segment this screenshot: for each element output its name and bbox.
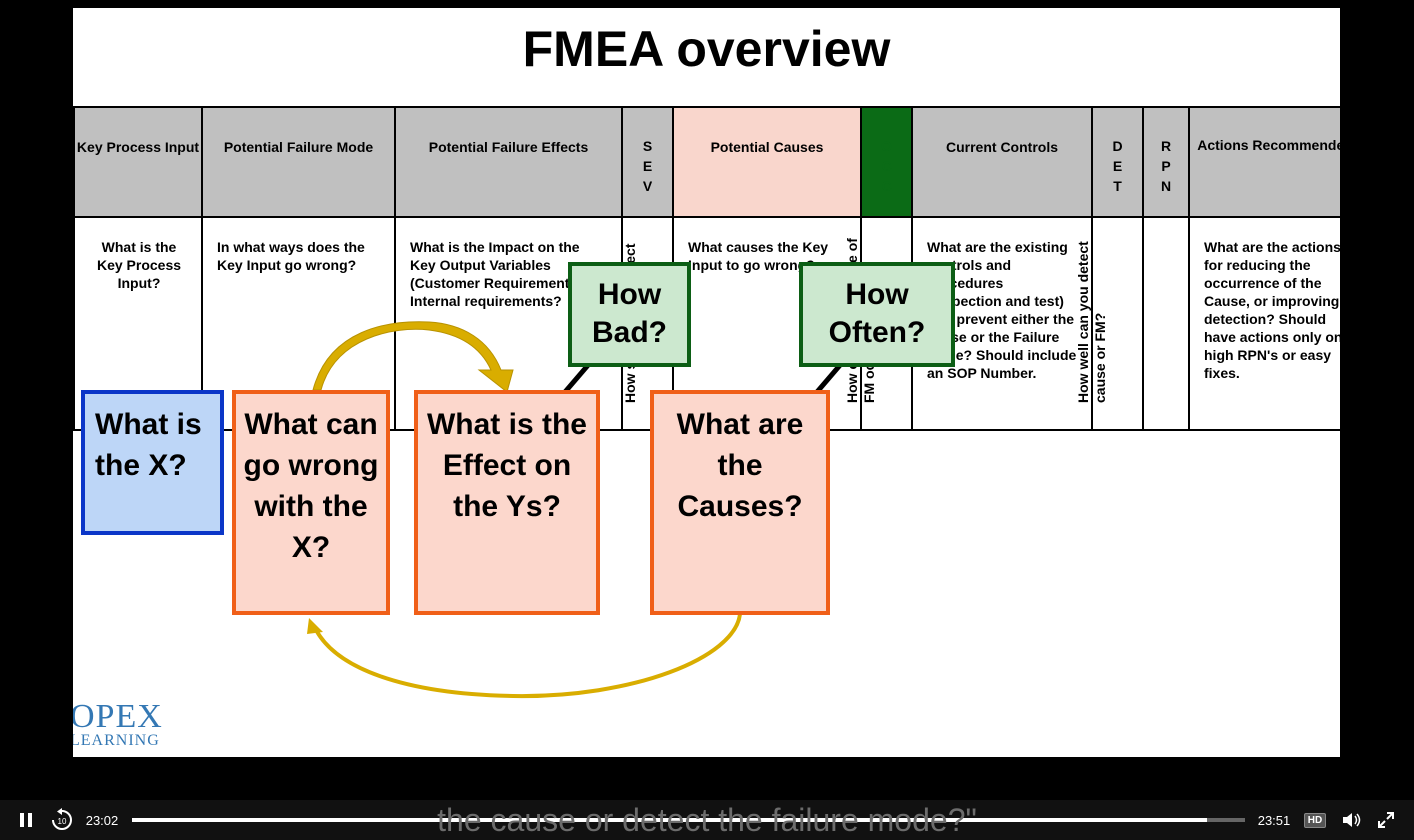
cell-rpn [1142, 216, 1190, 431]
callout-what-is-x: What is the X? [81, 390, 224, 535]
pause-button[interactable] [12, 800, 40, 840]
header-actions-recommended: Actions Recommended [1188, 106, 1340, 218]
cell-actions-recommended: What are the actions for reducing the oc… [1188, 216, 1340, 431]
hd-badge: HD [1303, 812, 1327, 828]
skip-back-button[interactable]: 10 [48, 800, 76, 840]
pause-icon [20, 813, 32, 827]
cell-current-controls: What are the existing controls and proce… [911, 216, 1093, 431]
callout-how-bad: How Bad? [568, 262, 691, 367]
callout-effect-on-ys: What is the Effect on the Ys? [414, 390, 600, 615]
fullscreen-button[interactable] [1374, 800, 1398, 840]
svg-text:10: 10 [58, 817, 67, 826]
progress-bar[interactable] [132, 818, 1245, 822]
curved-arrow-top [312, 321, 514, 393]
duration: 23:51 [1257, 812, 1291, 828]
connector-how-bad [563, 362, 591, 394]
hd-button[interactable]: HD [1302, 800, 1328, 840]
callout-how-often: How Often? [799, 262, 955, 367]
header-potential-failure-effects: Potential Failure Effects [394, 106, 623, 218]
header-key-process-input: Key Process Input [73, 106, 203, 218]
opex-learning-logo: OPEX LEARNING [73, 698, 163, 750]
callout-what-can-go-wrong: What can go wrong with the X? [232, 390, 390, 615]
fmea-table: Key Process Input Potential Failure Mode… [73, 106, 1340, 431]
fullscreen-icon [1378, 812, 1394, 828]
header-potential-causes: Potential Causes [672, 106, 862, 218]
logo-line-1: OPEX [73, 698, 163, 735]
connector-how-often [815, 362, 843, 394]
volume-icon [1343, 813, 1361, 827]
arrow-overlay [307, 321, 843, 699]
current-time: 23:02 [85, 812, 119, 828]
curved-arrow-bottom [313, 613, 742, 699]
header-potential-failure-mode: Potential Failure Mode [201, 106, 396, 218]
logo-line-2: LEARNING [73, 732, 160, 749]
callout-what-are-causes: What are the Causes? [650, 390, 830, 615]
slide-title: FMEA overview [522, 21, 891, 77]
header-row: Key Process Input Potential Failure Mode… [73, 106, 1340, 218]
curved-arrow-bottom-head [307, 618, 323, 634]
slide: FMEA overview Key Process Input Potentia… [73, 8, 1340, 757]
rewind-10-icon: 10 [52, 808, 72, 830]
cell-det: How well can you detect cause or FM? [1075, 216, 1144, 431]
volume-button[interactable] [1340, 800, 1364, 840]
header-current-controls: Current Controls [911, 106, 1093, 218]
progress-fill [132, 818, 1208, 822]
